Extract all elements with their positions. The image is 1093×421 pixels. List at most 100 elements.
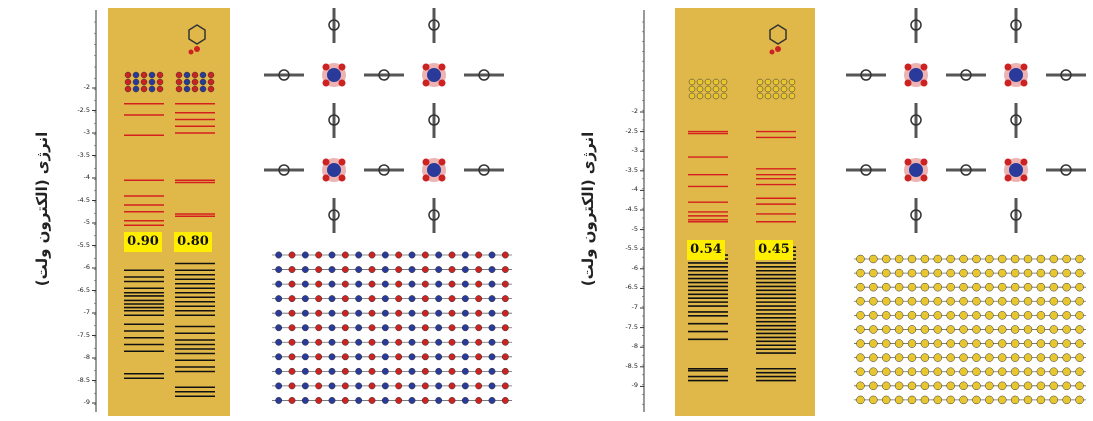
slab-atom [288, 367, 296, 375]
cluster-atom [175, 85, 183, 93]
cluster-atom [156, 78, 164, 86]
slab-atom [301, 295, 309, 303]
slab-atom [488, 353, 496, 361]
slab-atom [972, 381, 981, 391]
slab-atom [946, 282, 955, 292]
slab-atom [959, 311, 968, 320]
y-tick-label: -4.5 [77, 195, 90, 204]
slab-atom [341, 367, 349, 375]
slab-atom [1062, 353, 1071, 362]
slab-atom [275, 353, 283, 361]
slab-atom [355, 367, 363, 375]
slab-atom [946, 353, 955, 362]
slab-atom [408, 309, 416, 317]
linker-ring [1060, 69, 1072, 81]
slab-atom [1062, 395, 1071, 405]
slab-atom [448, 251, 456, 259]
cluster-atom [720, 78, 728, 86]
slab-atom [946, 325, 955, 334]
slab-atom [856, 381, 865, 391]
slab-atom [381, 309, 389, 317]
slab-atom [933, 282, 943, 292]
slab-atom [972, 367, 981, 376]
slab-atom [1049, 282, 1059, 292]
linker-ring [278, 164, 290, 176]
slab-atom [1036, 325, 1046, 334]
slab-atom [355, 382, 363, 390]
slab-atom [920, 395, 930, 405]
slab-atom [869, 339, 878, 348]
slab-atom [448, 295, 456, 303]
oxygen-atom [904, 63, 912, 71]
slab-atom [395, 324, 403, 332]
slab-atom [475, 397, 483, 404]
cluster-atom [696, 78, 704, 86]
slab-atom [421, 309, 429, 317]
slab-atom [985, 367, 994, 376]
slab-atom [959, 367, 968, 376]
slab-atom [972, 311, 981, 320]
slab-atom [461, 309, 469, 317]
slab-atom [488, 397, 496, 404]
cluster-atom [191, 85, 199, 93]
slab-atom [946, 254, 955, 264]
y-tick-label: -2.5 [77, 105, 90, 114]
cluster-atom [788, 92, 796, 100]
slab-atom [907, 325, 917, 334]
slab-atom [869, 381, 878, 391]
slab-atom [288, 309, 296, 317]
slab-atom [881, 311, 891, 320]
slab-atom [301, 353, 309, 361]
metal-node-center [1009, 68, 1023, 82]
slab-atom [920, 311, 930, 320]
cluster-atom [207, 71, 215, 79]
slab-atom [461, 251, 469, 259]
slab-atom [869, 268, 878, 278]
slab-atom [959, 268, 968, 278]
metal-node-center [909, 163, 923, 177]
slab-atom [355, 295, 363, 303]
slab-atom [288, 397, 296, 404]
linker-ring [478, 164, 490, 176]
slab-atom [933, 311, 943, 320]
slab-atom [288, 382, 296, 390]
slab-atom [894, 325, 904, 334]
slab-atom [881, 339, 891, 348]
slab-atom [972, 395, 981, 405]
slab-atom [488, 295, 496, 303]
cluster-atom [156, 71, 164, 79]
slab-atom [395, 266, 403, 273]
y-tick-label: -6 [631, 263, 638, 272]
slab-atom [381, 251, 389, 259]
slab-atom [1023, 381, 1033, 391]
cluster-atom [688, 92, 696, 100]
slab-atom [275, 324, 283, 332]
slab-atom [421, 382, 429, 390]
y-tick-label: -6.5 [625, 283, 638, 292]
slab-atom [355, 353, 363, 361]
cluster-atom [183, 71, 191, 79]
slab-atom [408, 295, 416, 303]
slab-atom [395, 280, 403, 288]
oxygen-atom [322, 79, 330, 87]
energy-level-diagram [640, 8, 1086, 416]
y-tick-label: -8 [83, 353, 90, 361]
oxygen-atom [775, 46, 781, 52]
slab-atom [301, 367, 309, 375]
slab-atom [301, 266, 309, 273]
slab-atom [907, 297, 917, 306]
slab-atom [448, 397, 456, 404]
slab-atom [907, 395, 917, 405]
cluster-atom [688, 85, 696, 93]
slab-atom [488, 324, 496, 332]
slab-atom [448, 338, 456, 346]
slab-atom [856, 297, 865, 306]
slab-atom [341, 309, 349, 317]
slab-atom [1023, 282, 1033, 292]
slab-atom [368, 266, 376, 273]
slab-atom [368, 324, 376, 332]
metal-node-center [327, 163, 341, 177]
y-tick-label: -7 [631, 303, 638, 311]
oxygen-atom [1004, 174, 1012, 182]
slab-atom [381, 367, 389, 375]
